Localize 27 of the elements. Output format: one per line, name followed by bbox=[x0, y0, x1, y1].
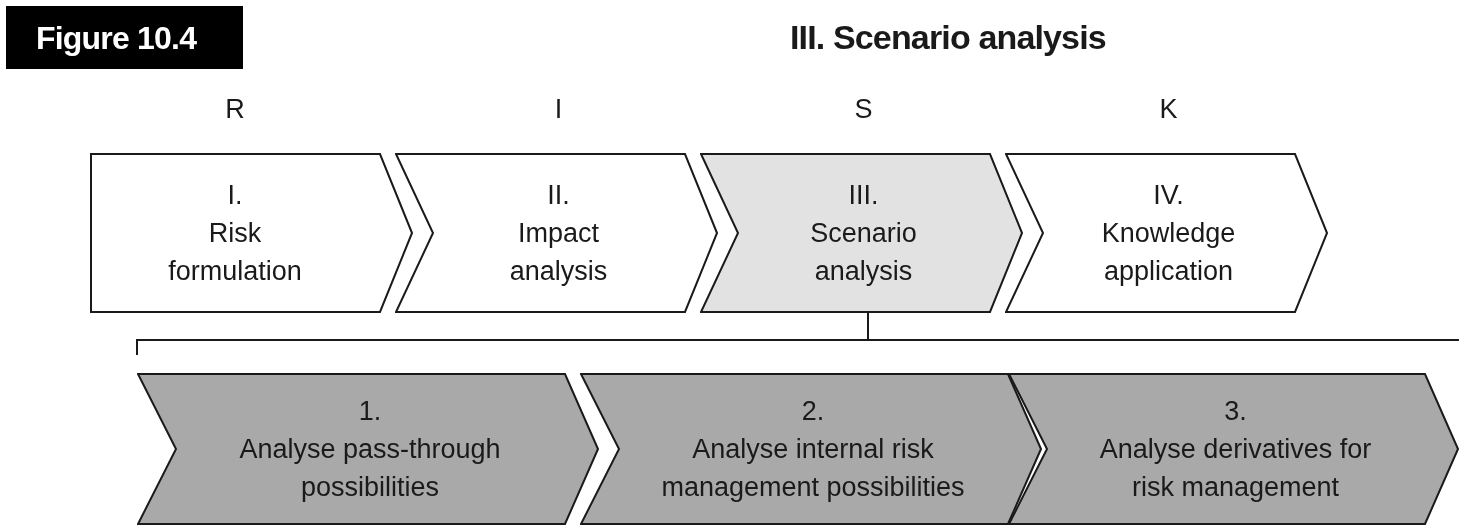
chevron-step bbox=[700, 153, 1023, 313]
step-number: 3. bbox=[1224, 395, 1247, 428]
step-number: IV. bbox=[1153, 179, 1184, 212]
step-letter: I bbox=[554, 96, 563, 123]
step-letter: K bbox=[1159, 96, 1178, 123]
chevron-step bbox=[1005, 153, 1328, 313]
step-number: III. bbox=[848, 179, 879, 212]
step-text: Knowledge application bbox=[1100, 217, 1237, 288]
step-text: Analyse pass-through possibilities bbox=[238, 433, 502, 504]
step-number: II. bbox=[547, 179, 570, 212]
step-letter: S bbox=[854, 96, 873, 123]
step-text: Scenario analysis bbox=[809, 217, 918, 288]
chevron-step bbox=[580, 373, 1042, 525]
step-text: Analyse derivatives for risk management bbox=[1098, 433, 1373, 504]
step-number: 2. bbox=[801, 395, 825, 428]
chevron-step bbox=[395, 153, 718, 313]
figure-number: Figure 10.4 bbox=[6, 6, 243, 69]
step-text: Impact analysis bbox=[508, 217, 609, 288]
chevron-step bbox=[1008, 373, 1459, 525]
step-text: Risk formulation bbox=[167, 217, 303, 288]
step-text: Analyse internal risk management possibilities bbox=[660, 433, 966, 504]
chevron-step bbox=[137, 373, 599, 525]
title: III. Scenario analysis bbox=[790, 17, 1106, 58]
step-number: 1. bbox=[358, 395, 382, 428]
chevron-step bbox=[90, 153, 413, 313]
step-letter: R bbox=[225, 96, 245, 123]
step-number: I. bbox=[227, 179, 243, 212]
